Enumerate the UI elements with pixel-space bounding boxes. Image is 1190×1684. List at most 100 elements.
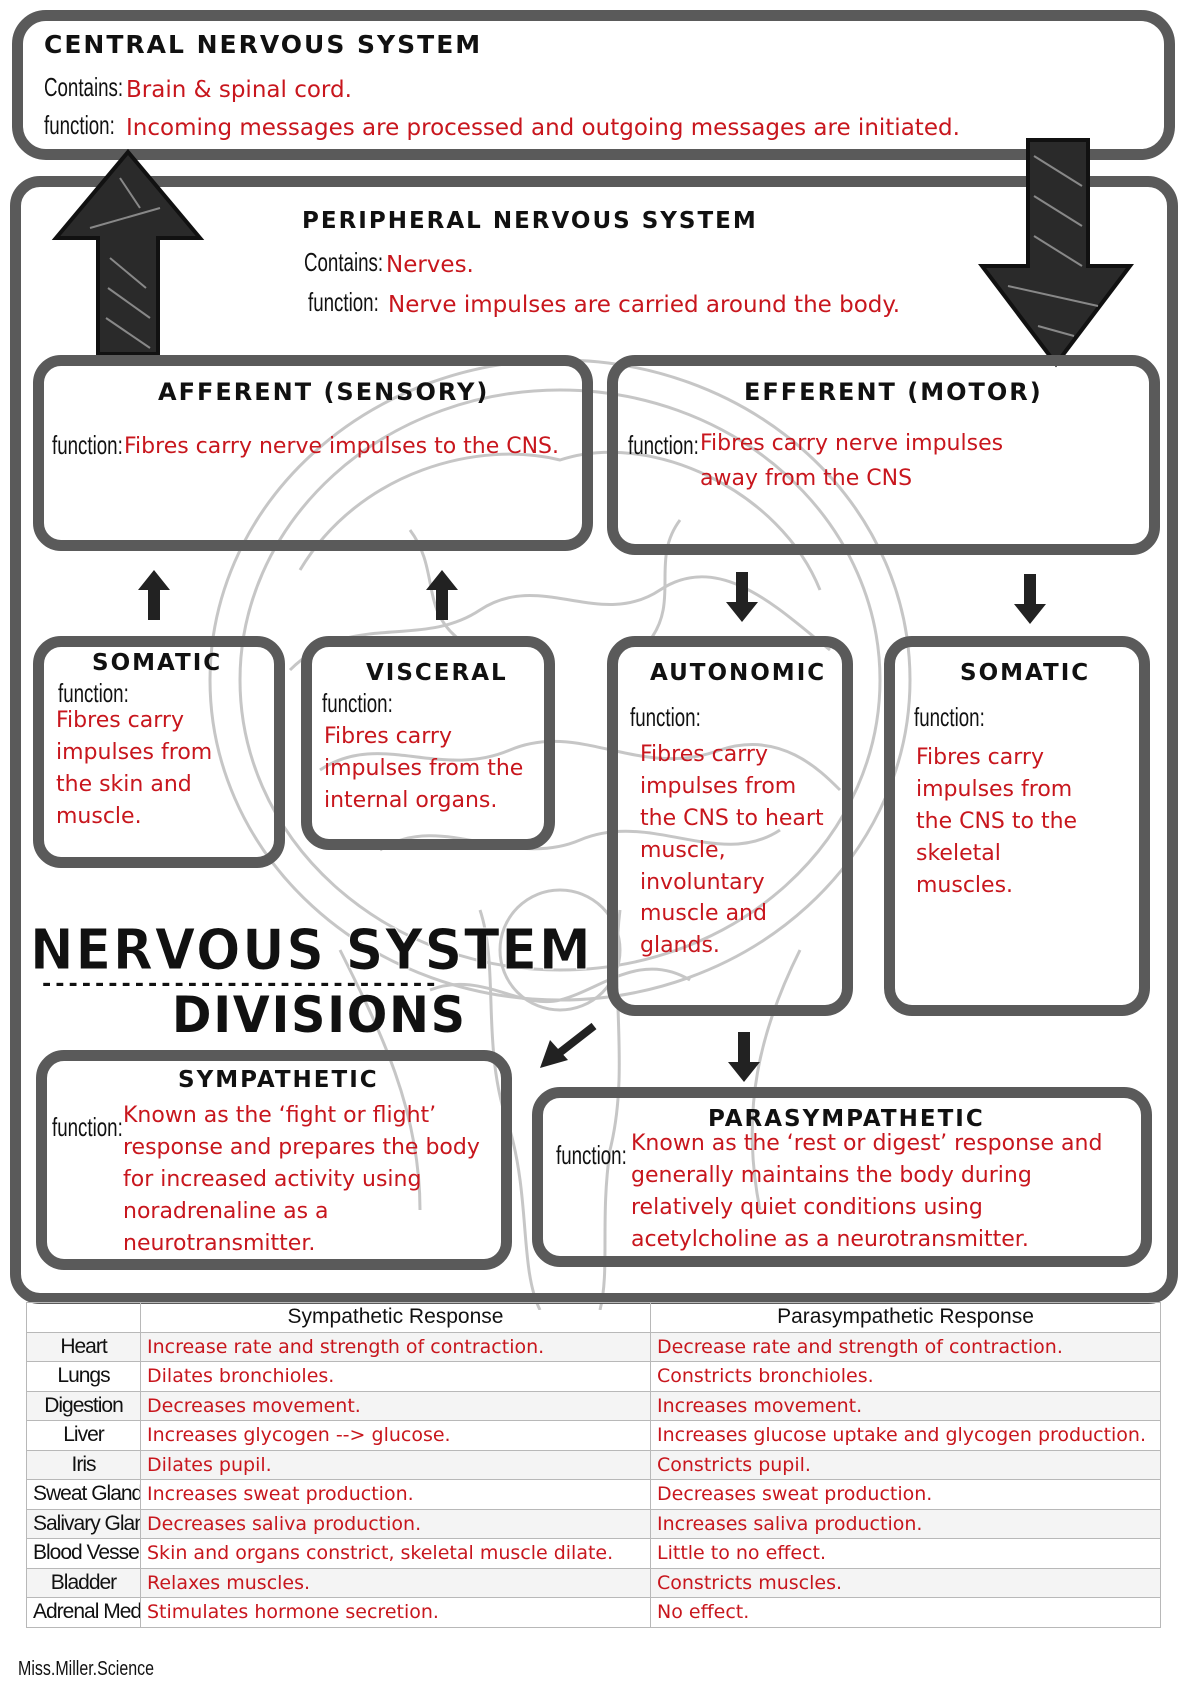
somatic-afferent-title: SOMATIC [92,650,223,676]
organ-cell: Bladder [26,1567,141,1598]
text-line: muscle and [640,901,767,927]
sympathetic-cell: Decreases movement. [140,1390,651,1421]
text-line: impulses from [56,739,213,765]
response-table: Sympathetic Response Parasympathetic Res… [26,1302,1161,1628]
text-line: impulses from [640,773,797,799]
table-header-cell: Sympathetic Response [140,1302,651,1333]
text-line: impulses from [916,776,1073,802]
table-header-cell [26,1302,141,1333]
text-line: Known as the ‘fight or flight’ [123,1103,437,1128]
parasympathetic-cell: Increases movement. [650,1390,1161,1421]
organ-cell: Lungs [26,1361,141,1392]
text-line: Fibres carry [56,708,184,733]
down-arrow-icon [1014,574,1046,624]
text-line: response and prepares the body [123,1134,480,1160]
sympathetic-cell: Increase rate and strength of contractio… [140,1331,651,1362]
sympathetic-cell: Dilates bronchioles. [140,1361,651,1392]
pns-function-text: Nerve impulses are carried around the bo… [388,292,901,318]
up-arrow-icon [138,570,170,620]
table-row: Salivary GlandsDecreases saliva producti… [26,1508,1161,1539]
afferent-function-label: function: [52,430,123,460]
somatic-afferent-function-label: function: [58,678,129,708]
autonomic-text: Fibres carry impulses from the CNS to he… [640,739,824,962]
text-line: involuntary [640,869,765,895]
text-line: the CNS to heart [640,805,824,831]
pns-function-label: function: [308,287,379,317]
page-subtitle: DIVISIONS [172,986,467,1044]
text-line: glands. [640,933,720,959]
parasympathetic-cell: No effect. [650,1597,1161,1628]
sympathetic-text: Known as the ‘fight or flight’ response … [123,1100,480,1259]
text-line: Fibres carry [916,745,1044,770]
parasympathetic-cell: Little to no effect. [650,1538,1161,1569]
down-arrow-icon [978,138,1134,368]
somatic-efferent-function-label: function: [914,702,985,732]
text-line: Fibres carry [640,742,768,767]
organ-cell: Digestion [26,1390,141,1421]
afferent-function-text: Fibres carry nerve impulses to the CNS. [124,434,560,459]
somatic-efferent-box [884,636,1150,1016]
autonomic-box [607,636,853,1016]
sympathetic-cell: Dilates pupil. [140,1449,651,1480]
text-line: muscle. [56,803,142,829]
parasympathetic-cell: Decrease rate and strength of contractio… [650,1331,1161,1362]
somatic-efferent-title: SOMATIC [960,660,1091,686]
text-line: for increased activity using [123,1166,422,1192]
text-line: acetylcholine as a neurotransmitter. [631,1226,1029,1252]
parasympathetic-cell: Constricts bronchioles. [650,1361,1161,1392]
text-line: muscles. [916,872,1014,898]
organ-cell: Sweat Glands [26,1479,141,1510]
up-arrow-icon [426,570,458,620]
page-title: NERVOUS SYSTEM [30,918,593,984]
somatic-afferent-text: Fibres carry impulses from the skin and … [56,705,212,833]
efferent-box [607,355,1160,555]
efferent-function-line1: Fibres carry nerve impulses [700,431,1004,456]
text-line: Fibres carry [324,724,452,749]
table-row: Adrenal MedullaStimulates hormone secret… [26,1597,1161,1628]
diagonal-arrow-icon [540,1022,597,1068]
text-line: relatively quiet conditions using [631,1194,983,1220]
visceral-title: VISCERAL [366,660,508,686]
text-line: neurotransmitter. [123,1230,316,1256]
autonomic-function-label: function: [630,702,701,732]
text-line: impulses from the [324,755,524,781]
text-line: the skin and [56,771,192,797]
organ-cell: Iris [26,1449,141,1480]
parasympathetic-cell: Increases saliva production. [650,1508,1161,1539]
efferent-function-label: function: [628,430,699,460]
sympathetic-cell: Skin and organs constrict, skeletal musc… [140,1538,651,1569]
parasympathetic-cell: Increases glucose uptake and glycogen pr… [650,1420,1161,1451]
cns-contains-label: Contains: [44,72,124,102]
text-line: skeletal [916,840,1001,866]
efferent-function-line2: away from the CNS [700,466,913,491]
sympathetic-cell: Increases glycogen --> glucose. [140,1420,651,1451]
parasympathetic-cell: Constricts muscles. [650,1567,1161,1598]
text-line: the CNS to the [916,808,1078,834]
cns-function-label: function: [44,110,115,140]
afferent-box [33,355,593,551]
parasympathetic-text: Known as the ‘rest or digest’ response a… [631,1128,1102,1256]
autonomic-title: AUTONOMIC [650,660,827,686]
text-line: generally maintains the body during [631,1162,1032,1188]
text-line: Known as the ‘rest or digest’ response a… [631,1131,1103,1156]
organ-cell: Liver [26,1420,141,1451]
pns-box [10,176,1178,1304]
parasympathetic-function-label: function: [556,1140,627,1170]
pns-contains-text: Nerves. [386,252,474,278]
organ-cell: Heart [26,1331,141,1362]
efferent-title: EFFERENT (MOTOR) [744,378,1043,406]
sympathetic-cell: Stimulates hormone secretion. [140,1597,651,1628]
text-line: noradrenaline as a [123,1198,329,1224]
sympathetic-cell: Increases sweat production. [140,1479,651,1510]
somatic-afferent-box [33,636,285,868]
table-header-row: Sympathetic Response Parasympathetic Res… [26,1302,1161,1333]
down-arrow-icon [726,572,758,622]
organ-cell: Salivary Glands [26,1508,141,1539]
